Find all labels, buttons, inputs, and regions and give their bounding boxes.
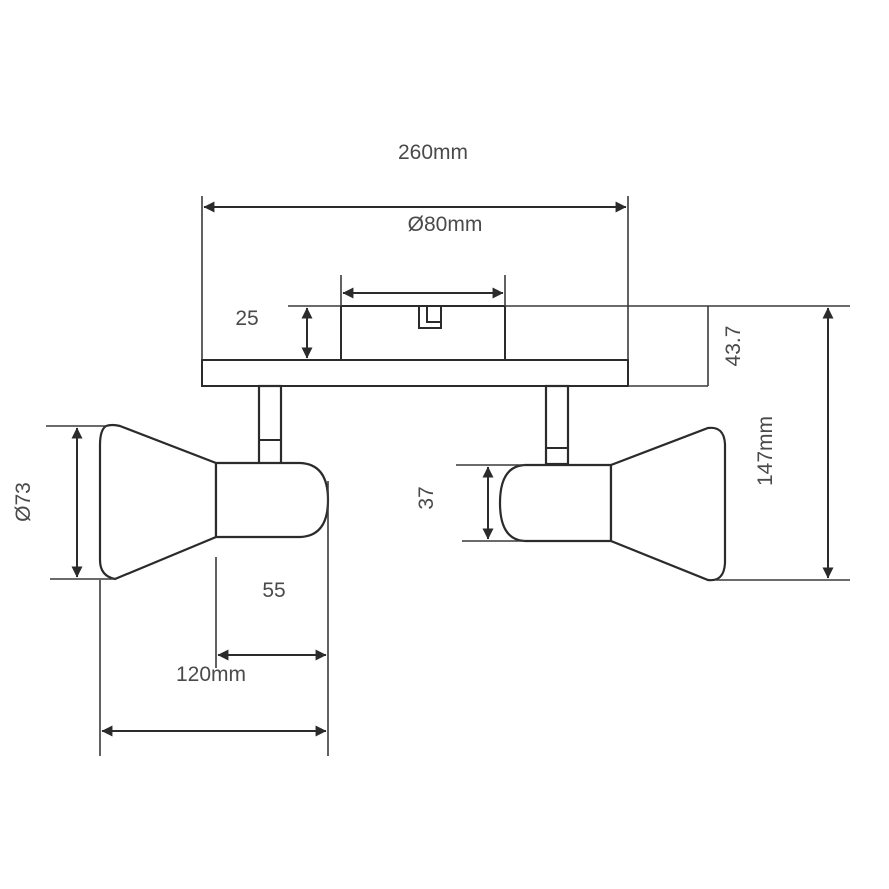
shade-diameter-label: Ø73 bbox=[12, 482, 35, 522]
left-spotlight bbox=[98, 384, 330, 581]
dimension-base-height: 43.7 bbox=[505, 305, 850, 387]
dimension-holder-height: 37 bbox=[415, 464, 525, 542]
dimension-head-length: 120mm bbox=[99, 580, 329, 756]
right-spotlight bbox=[498, 384, 727, 582]
right-shade bbox=[609, 426, 727, 582]
dimension-plate-diameter: Ø80mm bbox=[340, 213, 506, 306]
holder-length-label: 55 bbox=[262, 579, 285, 602]
overall-width-label: 260mm bbox=[398, 141, 468, 164]
dimension-plate-depth: 25 bbox=[235, 305, 341, 359]
mounting-base bbox=[201, 305, 629, 387]
base-height-label: 43.7 bbox=[722, 326, 745, 367]
left-holder bbox=[214, 461, 330, 539]
dimension-holder-length: 55 bbox=[215, 481, 329, 668]
left-shade bbox=[98, 423, 218, 581]
dimension-overall-width: 260mm bbox=[201, 141, 629, 360]
keyhole-slot bbox=[419, 305, 442, 323]
right-holder bbox=[498, 463, 613, 543]
dimension-shade-diameter: Ø73 bbox=[12, 425, 115, 580]
dimension-total-height: 147mm bbox=[716, 307, 850, 581]
plate-depth-label: 25 bbox=[235, 307, 258, 330]
head-length-label: 120mm bbox=[176, 663, 246, 686]
plate-diameter-label: Ø80mm bbox=[408, 213, 483, 236]
holder-height-label: 37 bbox=[415, 486, 438, 509]
total-height-label: 147mm bbox=[754, 416, 777, 486]
